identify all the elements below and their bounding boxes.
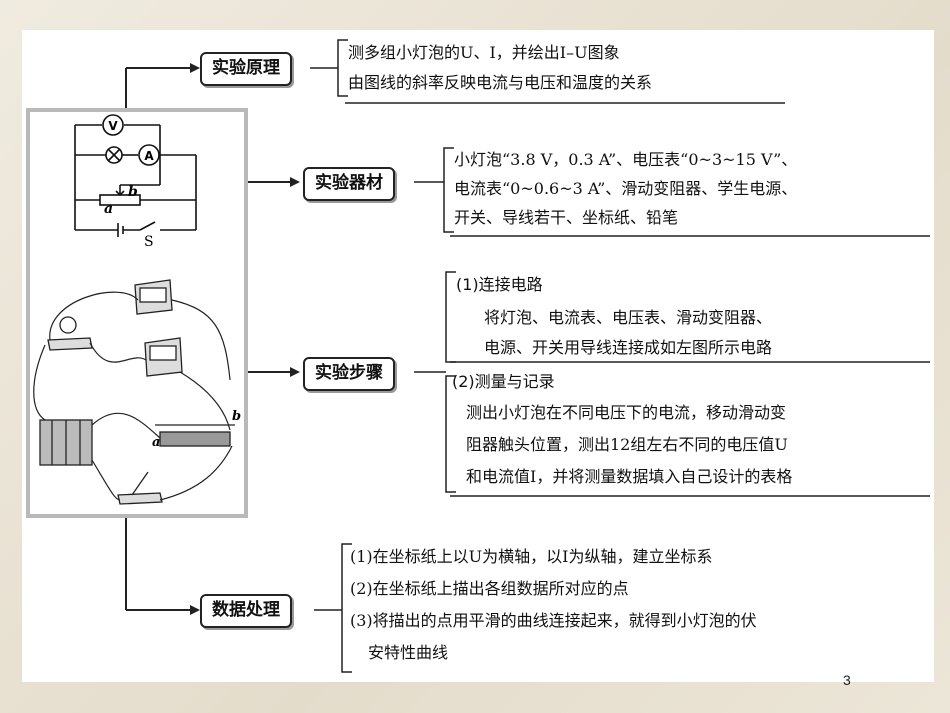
page-number: 3 bbox=[843, 672, 851, 688]
node-principle: 实验原理 bbox=[200, 52, 292, 86]
equipment-line-2: 电流表“0~0.6~3 A”、滑动变阻器、学生电源、 bbox=[454, 179, 798, 198]
principle-line-1: 测多组小灯泡的U、I，并绘出I–U图象 bbox=[348, 43, 620, 62]
node-data-processing: 数据处理 bbox=[200, 594, 292, 628]
steps-2-line-1: 测出小灯泡在不同电压下的电流，移动滑动变 bbox=[466, 403, 787, 422]
steps-2-line-3: 和电流值I，并将测量数据填入自己设计的表格 bbox=[466, 467, 793, 486]
schematic-label-b: b bbox=[128, 184, 138, 200]
steps-1-title: (1)连接电路 bbox=[456, 275, 543, 294]
apparatus-label-a: a bbox=[152, 435, 160, 450]
equipment-line-1: 小灯泡“3.8 V，0.3 A”、电压表“0~3~15 V”、 bbox=[454, 150, 798, 169]
lamp-base bbox=[47, 337, 93, 351]
principle-line-2: 由图线的斜率反映电流与电压和温度的关系 bbox=[348, 73, 653, 92]
node-steps: 实验步骤 bbox=[303, 357, 395, 391]
lamp-bulb bbox=[59, 316, 77, 334]
steps-1-line-1: 将灯泡、电流表、电压表、滑动变阻器、 bbox=[484, 308, 773, 327]
data-line-2: (2)在坐标纸上描出各组数据所对应的点 bbox=[350, 579, 629, 598]
apparatus-label-b: b bbox=[232, 409, 241, 424]
voltmeter-label: V bbox=[108, 119, 118, 133]
ammeter-symbol bbox=[138, 144, 160, 166]
schematic-label-a: a bbox=[104, 201, 113, 217]
steps-1-line-2: 电源、开关用导线连接成如左图所示电路 bbox=[484, 338, 773, 357]
steps-brace-2 bbox=[445, 375, 456, 493]
switch-label: S bbox=[144, 234, 154, 250]
steps-2-title: (2)测量与记录 bbox=[452, 372, 555, 391]
arrow-steps bbox=[290, 367, 300, 377]
arrow-equipment bbox=[290, 177, 300, 187]
switch-device bbox=[117, 492, 163, 505]
apparatus-wires bbox=[33, 291, 233, 501]
ammeter-label: A bbox=[144, 149, 154, 163]
data-line-1: (1)在坐标纸上以U为横轴，以I为纵轴，建立坐标系 bbox=[350, 547, 713, 566]
voltmeter-symbol bbox=[102, 114, 124, 136]
switch-symbol bbox=[139, 221, 156, 231]
equipment-brace bbox=[443, 147, 454, 233]
equipment-line-3: 开关、导线若干、坐标纸、铅笔 bbox=[454, 208, 679, 227]
arrow-principle bbox=[190, 63, 200, 73]
data-line-4: 安特性曲线 bbox=[368, 643, 449, 662]
node-equipment: 实验器材 bbox=[303, 167, 395, 201]
data-line-3: (3)将描出的点用平滑的曲线连接起来，就得到小灯泡的伏 bbox=[350, 611, 757, 630]
steps-2-line-2: 阻器触头位置，测出12组左右不同的电压值U bbox=[466, 435, 788, 454]
arrow-data bbox=[190, 605, 200, 615]
rheostat-device bbox=[159, 431, 231, 447]
data-brace bbox=[341, 543, 352, 673]
